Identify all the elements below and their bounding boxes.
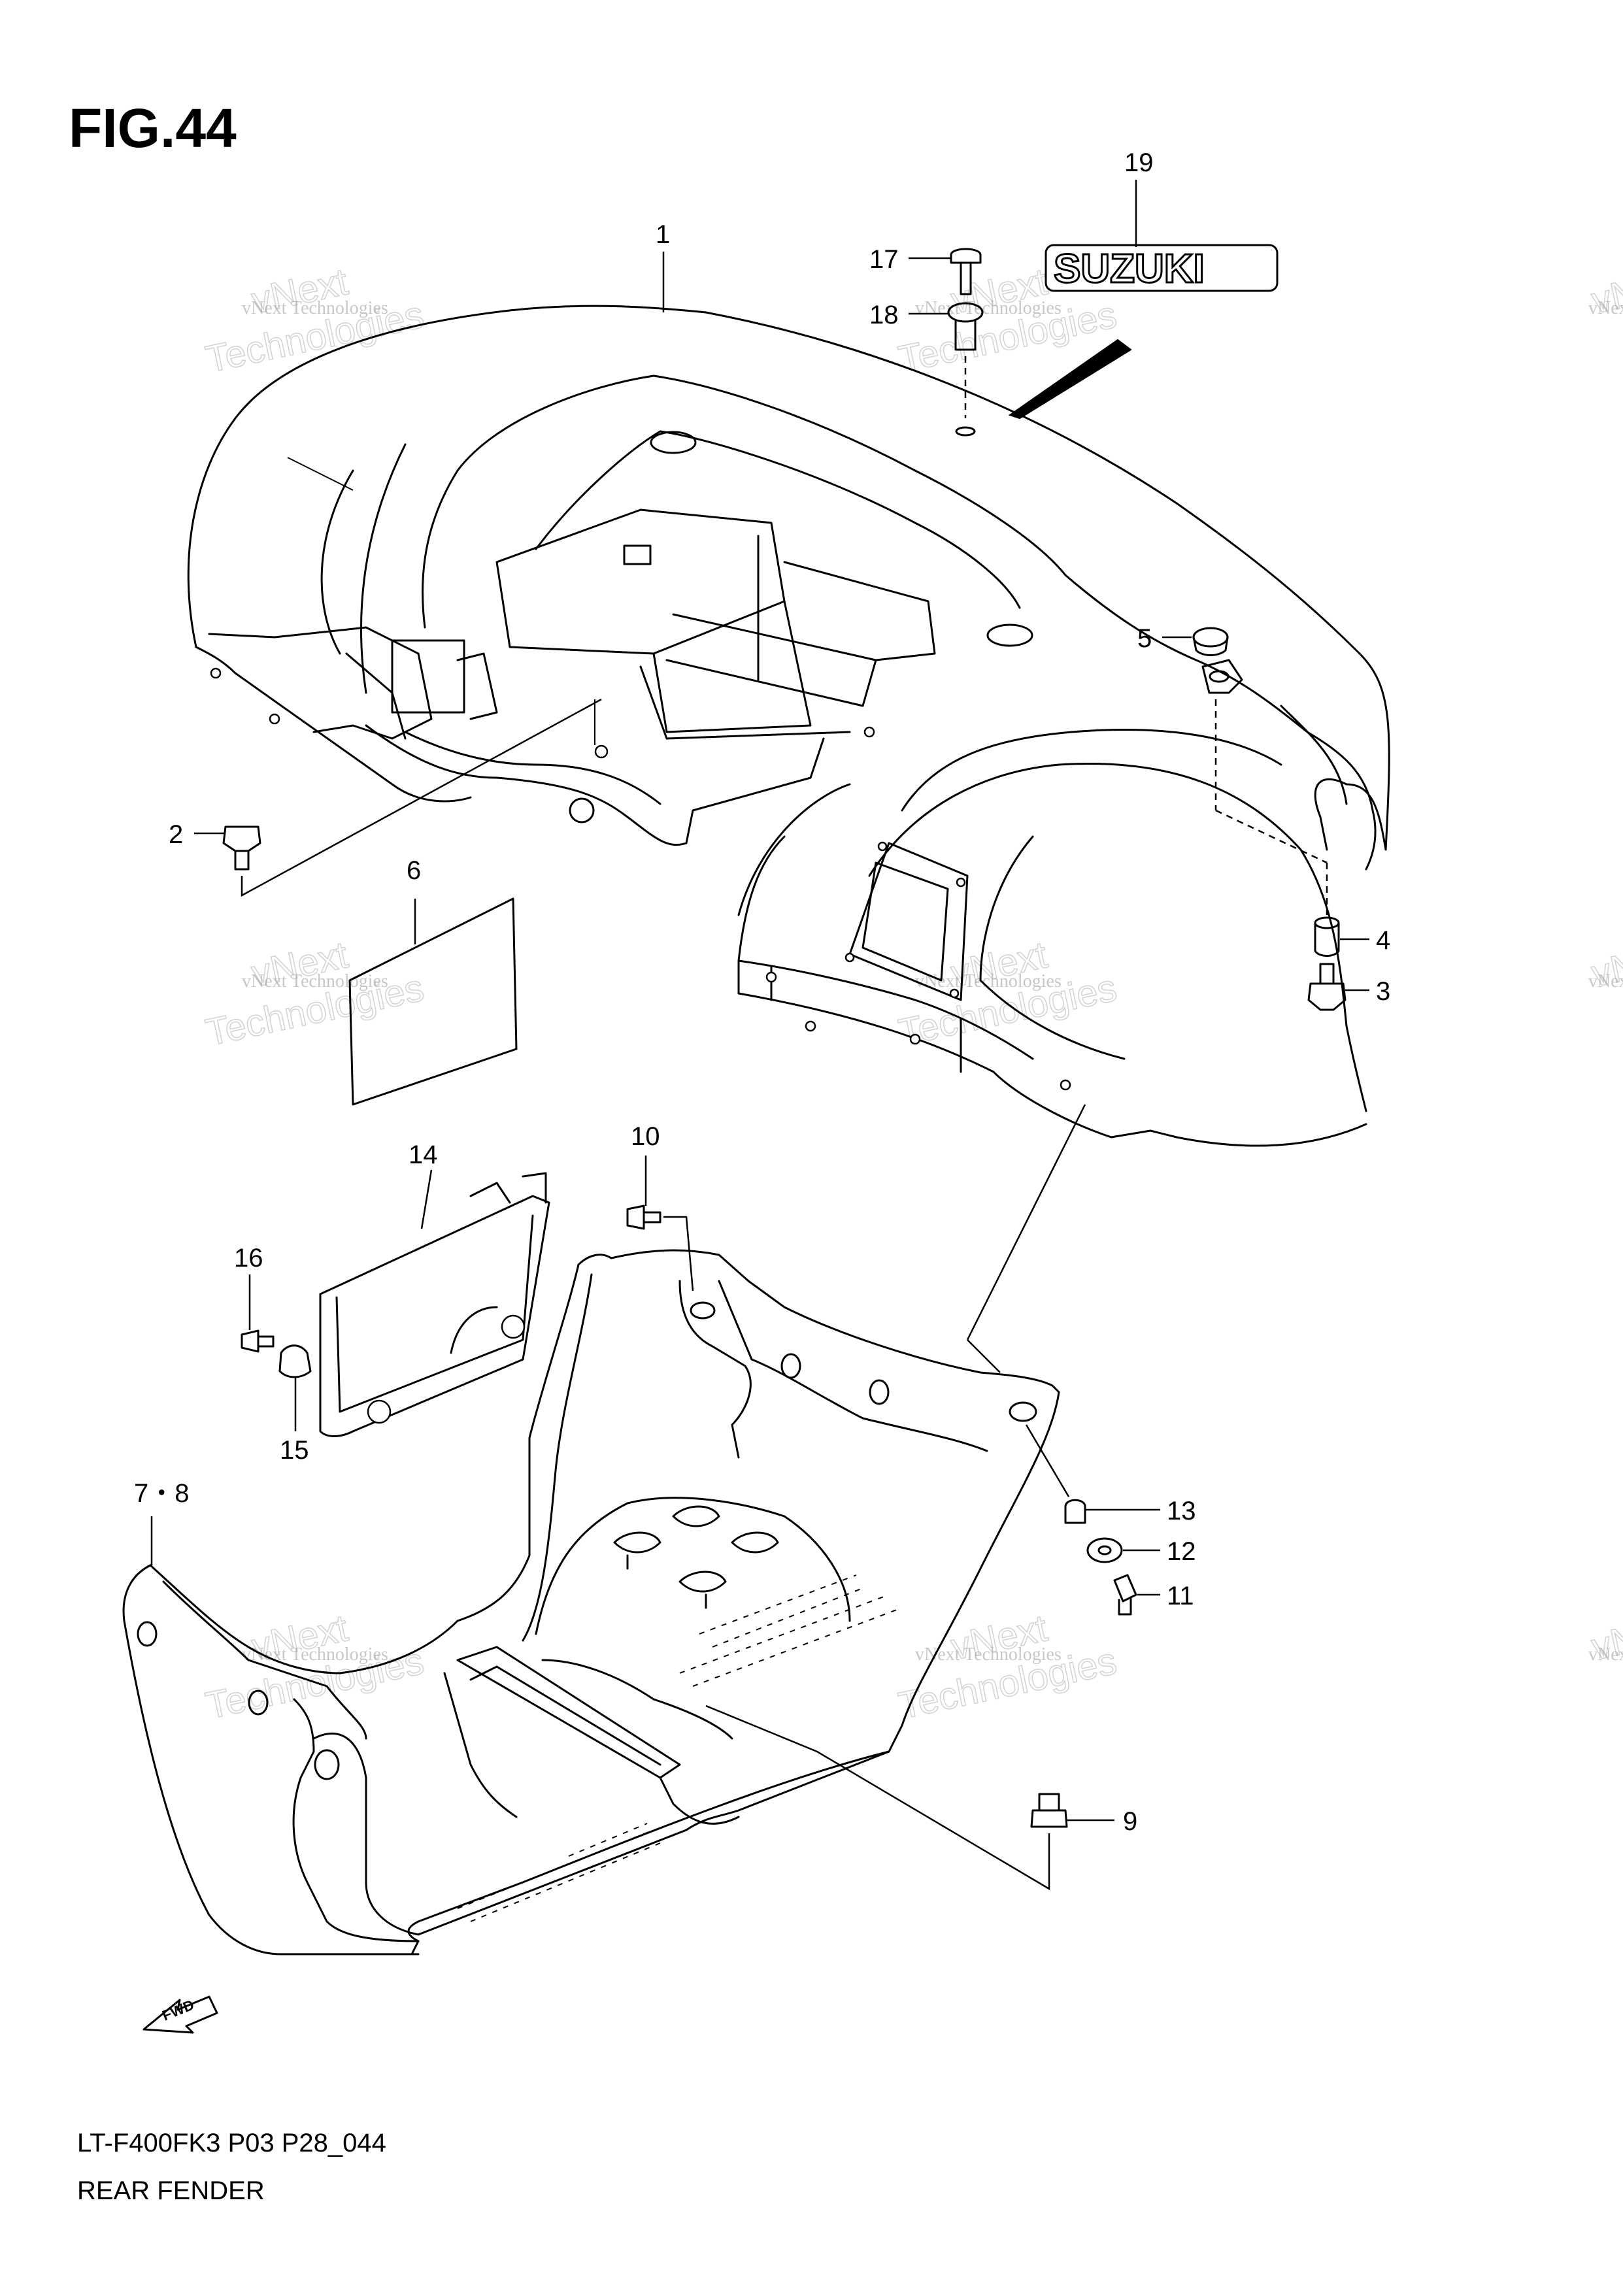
grommet-part-5 (1162, 627, 1328, 915)
watermark-5: vNext Technologies vNext Technologies (894, 933, 1120, 1055)
watermark-text: vNext Technologies (915, 1644, 1062, 1665)
leader-2-guide (241, 698, 602, 897)
watermark-1: vNext Technologies vNext Technologies (201, 260, 427, 382)
watermark-text: vNext Technologies (1588, 1644, 1623, 1665)
callout-1: 1 (656, 220, 670, 249)
callout-labels: 1 2 3 4 5 6 7・8 9 10 11 12 13 14 15 16 1… (134, 148, 1390, 1836)
footwell-fender-part-7-8 (122, 1104, 1086, 1955)
emblem-text: SUZUKI (1054, 246, 1205, 291)
watermark-text: vNext Technologies (242, 1644, 388, 1665)
collar-part-4 (1314, 916, 1369, 957)
callout-18: 18 (869, 301, 899, 329)
watermark-text: vNext Technologies (1588, 971, 1623, 991)
leader-9-guide (705, 1705, 1050, 1891)
leader-fender-link-b (967, 1339, 1001, 1373)
cover-part-14 (319, 1169, 550, 1437)
rear-fender-part-1 (187, 305, 1390, 1147)
pad-part-6 (348, 897, 518, 1106)
callout-12: 12 (1167, 1537, 1196, 1566)
watermark-3: vNext vNext Technologies (1587, 260, 1623, 323)
callout-6: 6 (407, 856, 421, 885)
watermark-text: vNext Technologies (242, 971, 388, 991)
callout-7-8: 7・8 (134, 1479, 190, 1508)
bolt-part-10 (626, 1156, 694, 1291)
figure-title: FIG.44 (69, 97, 237, 159)
leader-10-guide (663, 1216, 694, 1291)
watermarks: vNext Technologies vNext Technologies vN… (201, 260, 1623, 1728)
tread-dots (457, 1574, 903, 1922)
bolt-part-3 (1307, 963, 1369, 1011)
callout-14: 14 (409, 1140, 438, 1169)
screw-part-11 (1113, 1574, 1160, 1616)
bolt-part-2 (194, 698, 602, 897)
callout-15: 15 (280, 1436, 309, 1465)
watermark-text: vNext Technologies (1588, 298, 1623, 318)
watermark-6: vNext vNext Technologies (1587, 933, 1623, 996)
screw-part-16 (241, 1274, 275, 1353)
washer-part-12 (1086, 1537, 1160, 1563)
grommet-part-18 (909, 302, 984, 437)
bolt-part-9 (705, 1705, 1114, 1891)
callout-10: 10 (631, 1122, 660, 1151)
watermark-9: vNext vNext Technologies (1587, 1606, 1623, 1669)
callout-9: 9 (1123, 1807, 1137, 1836)
callout-19: 19 (1124, 148, 1154, 177)
callout-4: 4 (1376, 926, 1390, 955)
fwd-arrow-icon: FWD (142, 1995, 218, 2034)
suzuki-emblem-part-19: SUZUKI (1008, 180, 1279, 420)
callout-16: 16 (234, 1244, 263, 1273)
callout-11: 11 (1167, 1582, 1194, 1610)
watermark-text: vNext Technologies (242, 298, 388, 318)
leader-fender-link (966, 1104, 1086, 1340)
collar-part-13 (1025, 1424, 1160, 1524)
callout-17: 17 (869, 245, 899, 274)
leader-14 (420, 1169, 433, 1229)
watermark-4: vNext Technologies vNext Technologies (201, 933, 427, 1055)
callout-3: 3 (1376, 977, 1390, 1006)
dashed-guide-5b (1215, 809, 1328, 864)
model-code: LT-F400FK3 P03 P28_044 (77, 2129, 386, 2157)
nut-part-15 (278, 1344, 312, 1431)
callout-13: 13 (1167, 1497, 1196, 1525)
figure-caption: REAR FENDER (77, 2176, 265, 2205)
watermark-text: vNext Technologies (915, 298, 1062, 318)
emblem-leader-arrow (1008, 339, 1132, 420)
leader-13-guide (1025, 1424, 1070, 1497)
screw-part-17 (909, 248, 982, 295)
callout-5: 5 (1137, 624, 1152, 653)
watermark-7: vNext Technologies vNext Technologies (201, 1606, 427, 1728)
callout-2: 2 (169, 820, 183, 849)
